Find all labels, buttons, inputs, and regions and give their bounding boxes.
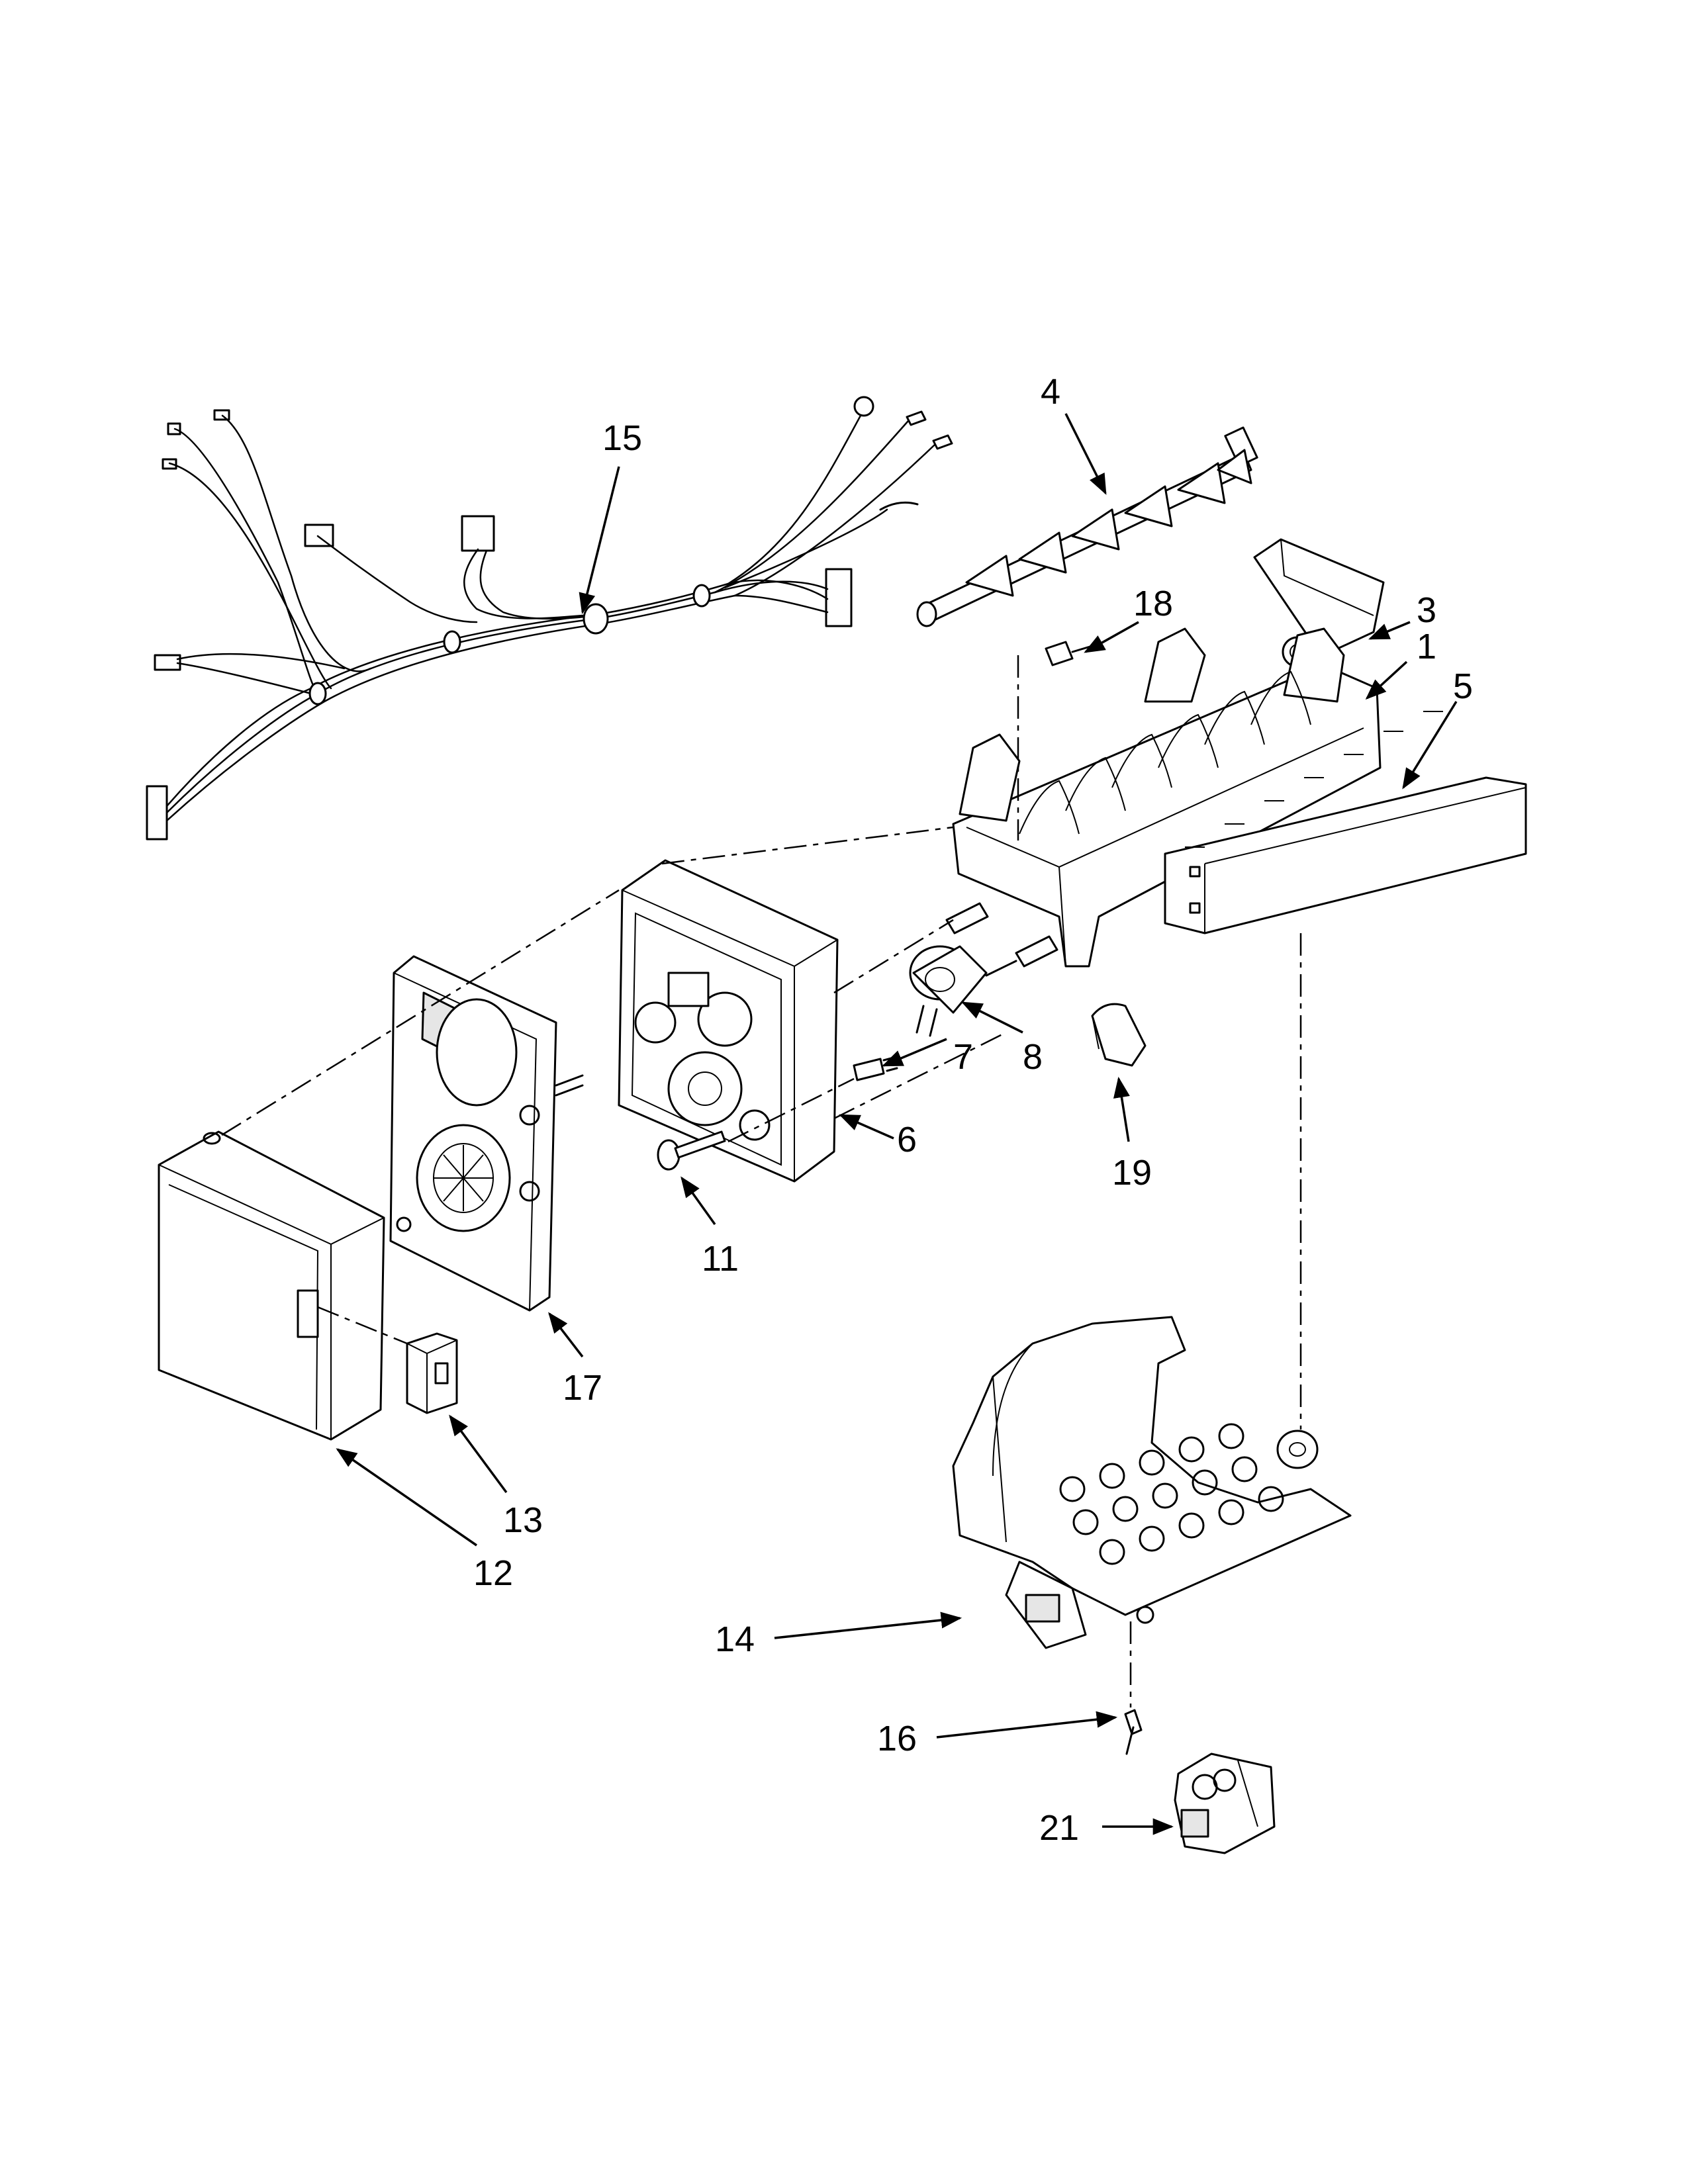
screw-16 bbox=[1124, 1709, 1143, 1755]
alignment-lines bbox=[221, 655, 1302, 1707]
thermostat-7 bbox=[853, 1056, 898, 1081]
callout-16: 16 bbox=[877, 1719, 917, 1758]
callout-1: 1 bbox=[1417, 627, 1436, 666]
callout-11: 11 bbox=[702, 1239, 739, 1279]
callout-21: 21 bbox=[1039, 1808, 1079, 1848]
callout-12: 12 bbox=[473, 1553, 513, 1593]
wire-harness-15 bbox=[146, 396, 953, 841]
water-valve-21 bbox=[1174, 1752, 1276, 1854]
ejector-shaft-4 bbox=[916, 426, 1258, 627]
callout-18: 18 bbox=[1133, 584, 1173, 623]
leader-arrows bbox=[336, 413, 1458, 1835]
stripper-5 bbox=[1164, 711, 1527, 934]
screw-11 bbox=[657, 1130, 726, 1171]
motor-gear-plate-17 bbox=[389, 955, 584, 1312]
callout-3: 3 bbox=[1417, 590, 1436, 630]
callout-4: 4 bbox=[1041, 372, 1060, 412]
callout-labels: 15 4 18 3 1 5 6 7 8 19 11 17 13 12 14 16… bbox=[473, 372, 1473, 1848]
pin-connectors bbox=[945, 902, 1058, 977]
callout-17: 17 bbox=[563, 1368, 602, 1408]
callout-8: 8 bbox=[1023, 1037, 1043, 1077]
clip-19 bbox=[1091, 1003, 1147, 1067]
switch-13 bbox=[406, 1332, 458, 1414]
screw-18 bbox=[1045, 641, 1100, 666]
callout-6: 6 bbox=[897, 1120, 917, 1160]
heater-component-8 bbox=[909, 945, 988, 1037]
ice-mold-1 bbox=[952, 627, 1382, 968]
callout-14: 14 bbox=[715, 1619, 755, 1659]
callout-19: 19 bbox=[1112, 1153, 1152, 1193]
motor-housing-6 bbox=[618, 859, 839, 1183]
callout-5: 5 bbox=[1453, 666, 1473, 706]
callout-7: 7 bbox=[953, 1037, 973, 1077]
front-cover-12 bbox=[158, 1130, 385, 1441]
callout-13: 13 bbox=[503, 1500, 543, 1540]
ice-tray-assembly-14 bbox=[952, 1316, 1352, 1649]
callout-15: 15 bbox=[602, 418, 642, 458]
